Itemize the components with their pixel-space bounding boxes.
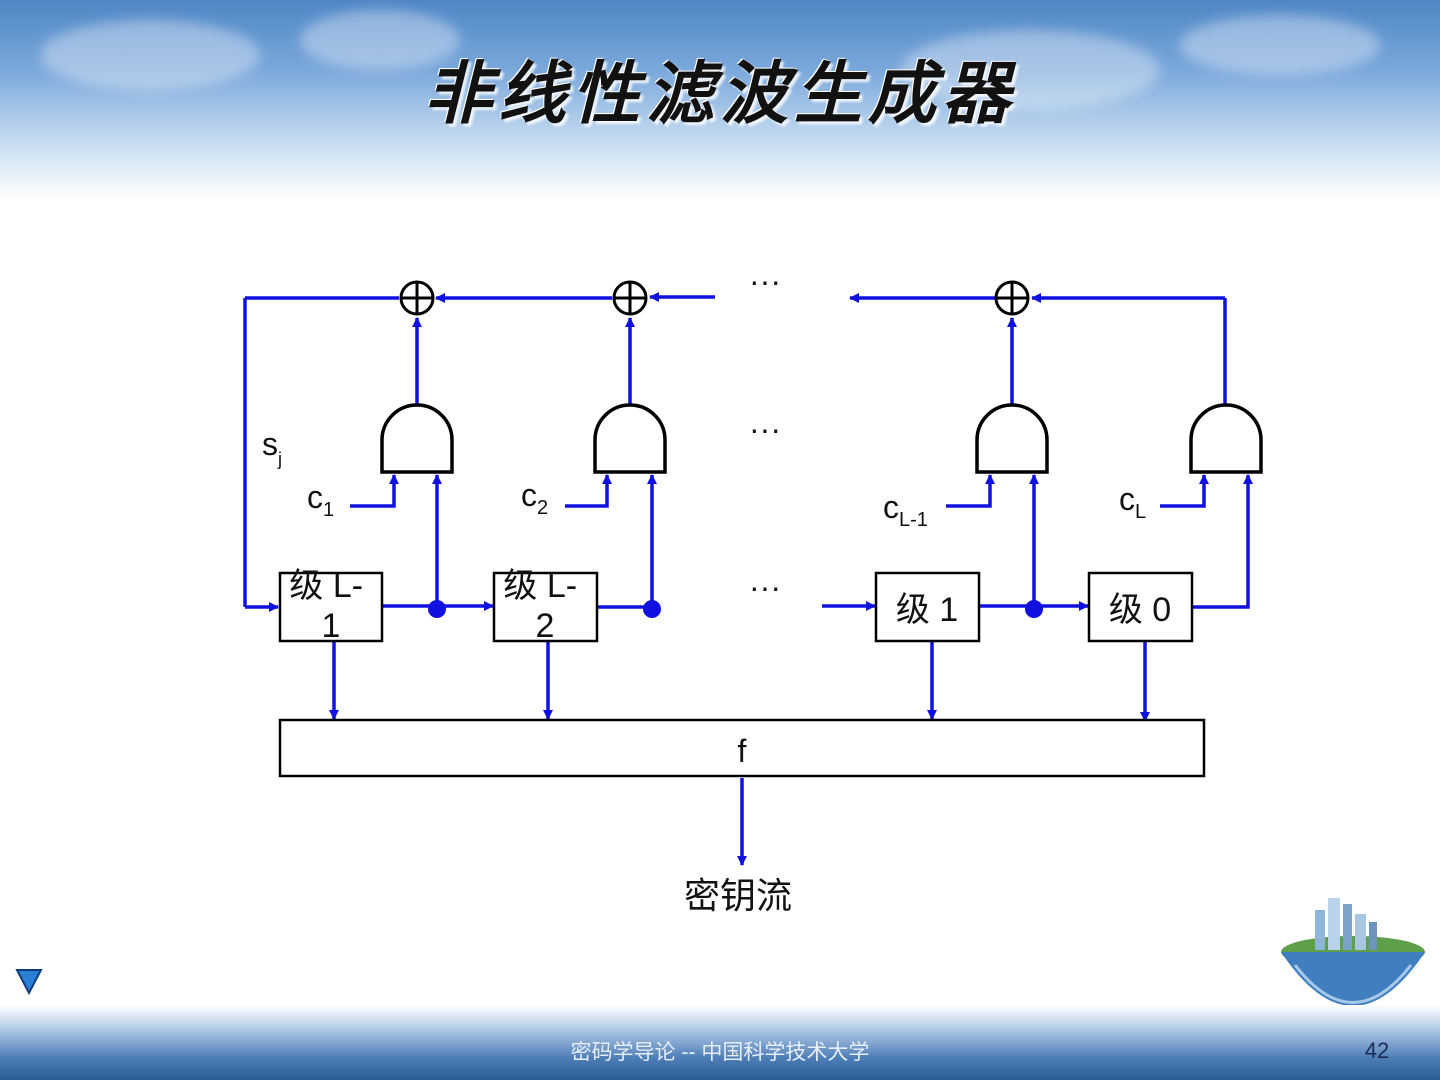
page-title: 非线性滤波生成器 bbox=[423, 54, 1016, 134]
tap-dots bbox=[428, 600, 1043, 618]
stage-box-l-1 bbox=[278, 571, 384, 643]
tap-dot bbox=[428, 600, 446, 618]
coef-label-cl-1: cL-1 bbox=[883, 489, 928, 531]
stage-label-l-1: 级 L- 1 bbox=[289, 567, 372, 645]
and-gate-3 bbox=[975, 403, 1049, 474]
xor-gate-3 bbox=[994, 280, 1030, 316]
stage-label-0: 级 0 bbox=[1109, 591, 1171, 629]
header-banner bbox=[0, 0, 1440, 200]
ellipsis-top: ··· bbox=[749, 263, 781, 299]
and-gate-2 bbox=[593, 403, 667, 474]
feedback-label: sj bbox=[262, 426, 282, 469]
stage-label-1: 级 1 bbox=[896, 591, 958, 629]
and-gate-1 bbox=[380, 403, 454, 474]
stage-label-l-2: 级 L- 2 bbox=[503, 567, 586, 645]
xor-gate-1 bbox=[399, 280, 435, 316]
coef-label-cl: cL bbox=[1119, 481, 1146, 523]
coef-label-c2: c2 bbox=[521, 477, 548, 519]
footer-text: 密码学导论 -- 中国科学技术大学 bbox=[570, 1041, 870, 1064]
ellipsis-middle: ··· bbox=[749, 411, 781, 447]
filter-box bbox=[278, 718, 1206, 778]
ellipsis-bottom: ··· bbox=[749, 569, 781, 605]
stage-box-l-2 bbox=[492, 571, 599, 643]
stage-box-1 bbox=[874, 571, 981, 643]
footer-bar bbox=[0, 1005, 1440, 1080]
tap-dot bbox=[643, 600, 661, 618]
filter-label: f bbox=[738, 733, 747, 769]
xor-gate-2 bbox=[612, 280, 648, 316]
output-label: 密钥流 bbox=[684, 875, 792, 916]
nav-triangle-icon[interactable] bbox=[14, 966, 44, 996]
stage-box-0 bbox=[1087, 571, 1194, 643]
tap-dot bbox=[1025, 600, 1043, 618]
and-gate-4 bbox=[1189, 403, 1263, 474]
page-number: 42 bbox=[1364, 1038, 1390, 1063]
coef-label-c1: c1 bbox=[307, 479, 334, 521]
